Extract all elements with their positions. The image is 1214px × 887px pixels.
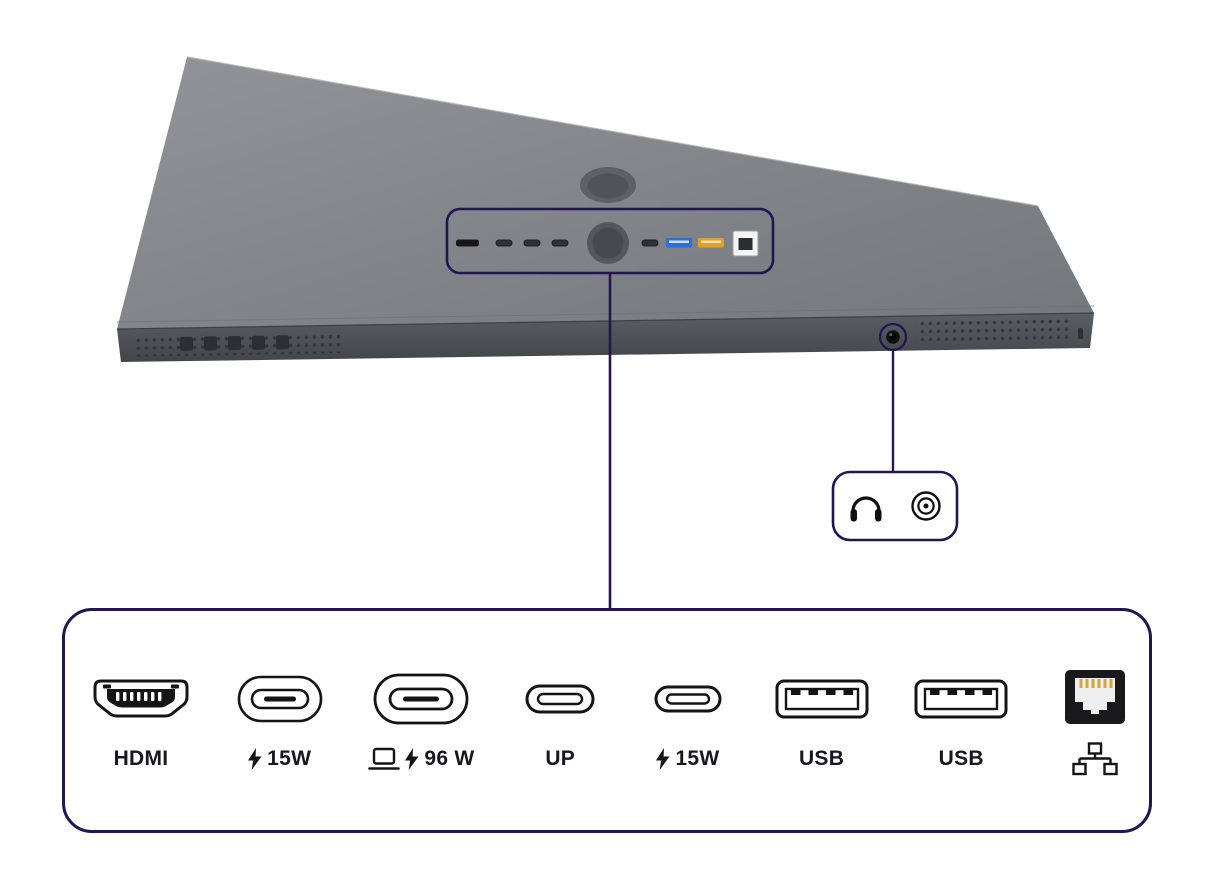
- audio-jack-icon: [911, 491, 941, 521]
- headphones-icon: [850, 496, 882, 522]
- stand-column-mount: [587, 222, 629, 264]
- usb-a-port-blue[interactable]: [666, 238, 692, 248]
- port-label-text: 15W: [267, 747, 312, 770]
- bolt-icon: [248, 748, 262, 770]
- port-label: 15W: [248, 744, 311, 774]
- port-item-usb-c-15w-2: 15W: [646, 667, 730, 774]
- ethernet-port-small[interactable]: [732, 230, 759, 257]
- port-label-text: USB: [798, 747, 845, 770]
- stand-mount: [580, 167, 636, 203]
- rear-port-strip: [456, 222, 759, 264]
- bolt-icon: [405, 748, 419, 770]
- port-label-text: USB: [938, 747, 984, 770]
- monitor-edge-seam: [116, 312, 1095, 330]
- port-label: USB: [799, 744, 844, 774]
- ethernet-port-icon: [1063, 665, 1127, 729]
- port-label: UP: [545, 744, 575, 774]
- port-item-usb-a-1: USB: [774, 667, 870, 774]
- bolt-icon: [656, 748, 670, 770]
- usb-c-port-icon: [235, 667, 325, 731]
- port-item-ethernet: [1053, 665, 1137, 776]
- usb-c-port-small[interactable]: [495, 239, 513, 247]
- usb-a-port-icon: [913, 667, 1009, 731]
- monitor-back: [116, 56, 1095, 362]
- port-label-text: 15W: [675, 747, 720, 770]
- usb-c-port-small[interactable]: [641, 239, 659, 247]
- port-item-usb-c-96w: 96 W: [368, 667, 474, 774]
- laptop-icon: [368, 747, 401, 770]
- audio-callout-box: [831, 470, 959, 542]
- usb-c-port-icon: [524, 667, 596, 731]
- port-label-text: HDMI: [113, 747, 169, 770]
- security-lock-slot: [1077, 327, 1084, 339]
- port-item-hdmi: HDMI: [91, 667, 191, 774]
- port-label: USB: [939, 744, 984, 774]
- usb-a-port-yellow[interactable]: [698, 238, 724, 248]
- speaker-grille-right: [915, 318, 1073, 344]
- control-buttons[interactable]: [179, 335, 290, 351]
- hdmi-port-small[interactable]: [456, 239, 479, 247]
- usb-c-port-small[interactable]: [551, 239, 569, 247]
- ports-legend-panel: HDMI 15W: [62, 608, 1152, 833]
- port-label: 96 W: [368, 744, 474, 774]
- usb-c-port-small[interactable]: [523, 239, 541, 247]
- port-item-usb-a-2: USB: [913, 667, 1009, 774]
- port-label: HDMI: [114, 744, 169, 774]
- hdmi-port-icon: [91, 667, 191, 731]
- port-label: [1072, 742, 1118, 776]
- port-label-text: 96 W: [424, 747, 475, 770]
- monitor-illustration: [116, 56, 1095, 611]
- port-label: 15W: [656, 744, 719, 774]
- port-label-text: UP: [545, 747, 576, 770]
- audio-jack-highlight-ring: [878, 322, 908, 352]
- port-item-usb-c-up: UP: [518, 667, 602, 774]
- lan-network-icon: [1072, 742, 1118, 776]
- usb-c-port-icon: [371, 667, 471, 731]
- monitor-top-edge-highlight: [186, 56, 1039, 207]
- usb-c-port-icon: [653, 667, 723, 731]
- port-item-usb-c-15w: 15W: [235, 667, 325, 774]
- usb-a-port-icon: [774, 667, 870, 731]
- monitor-bottom-crease: [116, 305, 1095, 323]
- audio-jack-callout: [831, 322, 959, 542]
